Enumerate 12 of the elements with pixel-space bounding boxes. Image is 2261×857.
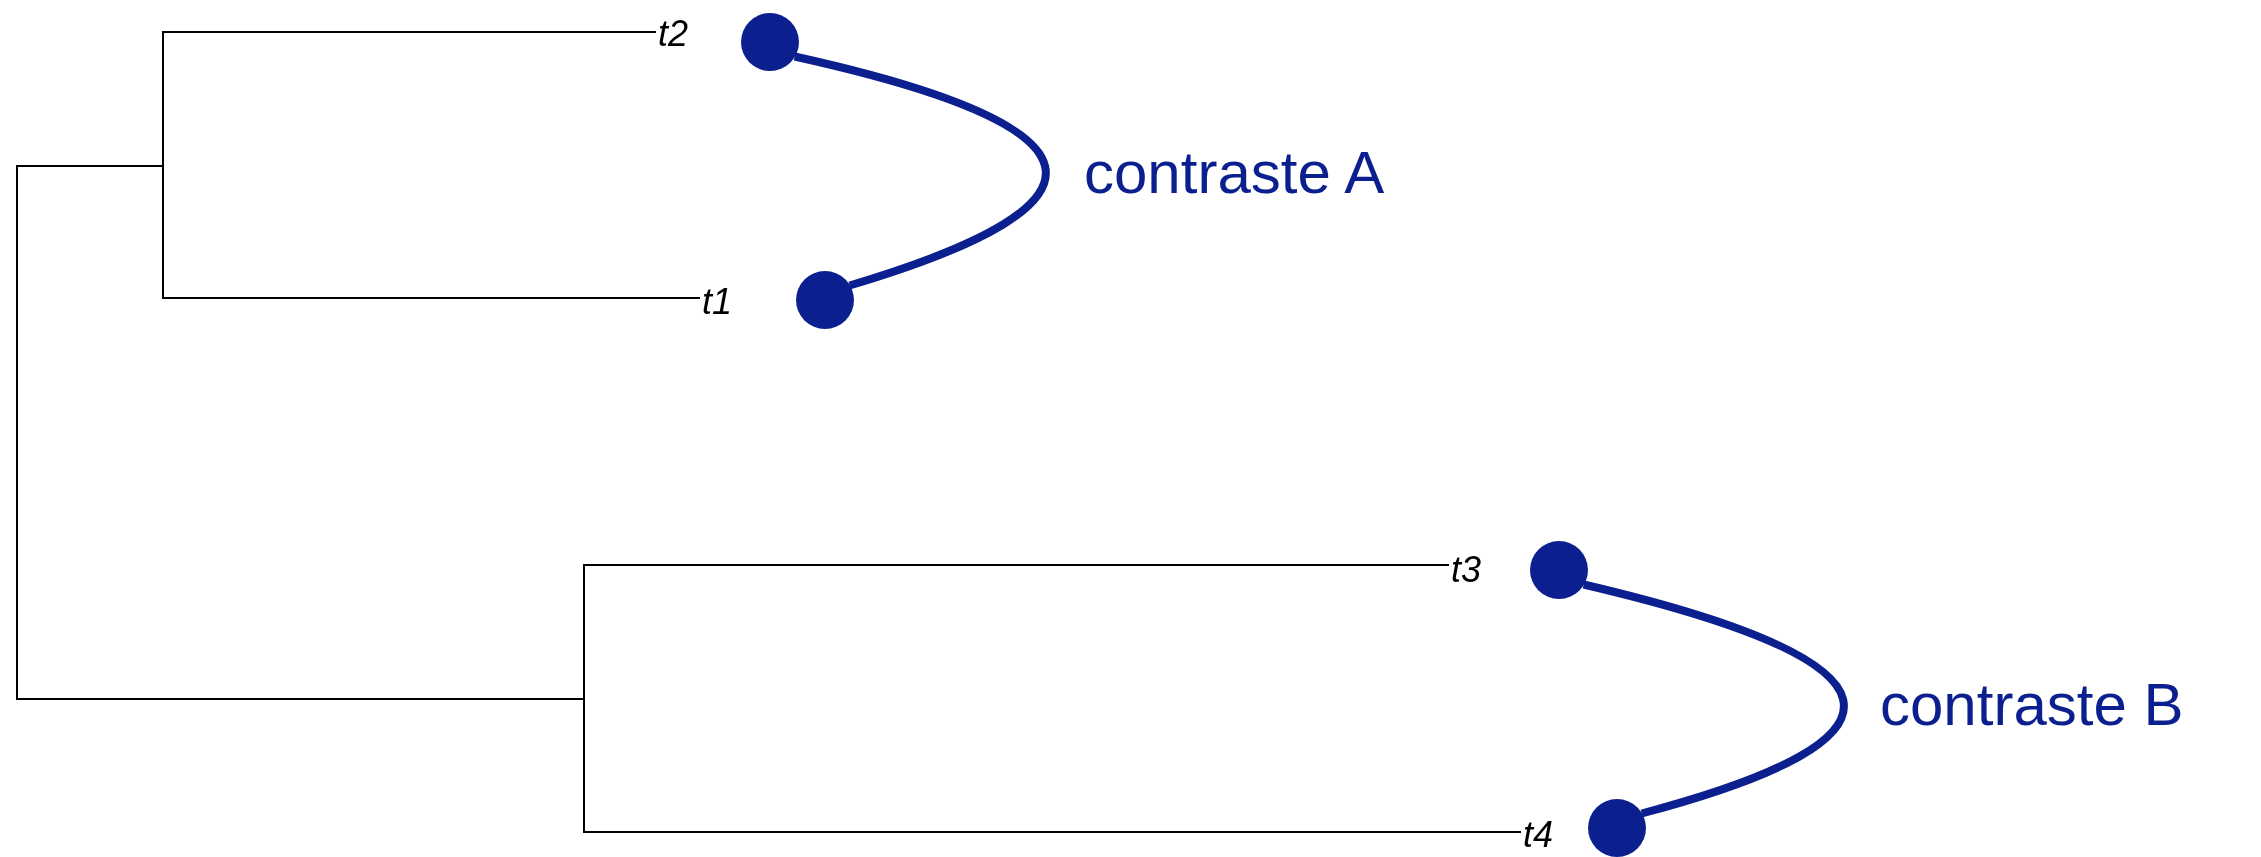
- tip-label: t1: [702, 282, 733, 322]
- tree-branch: [16, 431, 1522, 833]
- tip-label: t2: [658, 14, 689, 54]
- tip-label: t3: [1451, 550, 1482, 590]
- tree-branch: [16, 165, 701, 433]
- dot: [741, 13, 799, 71]
- contrast-curve: [1582, 580, 1847, 818]
- dot: [1530, 541, 1588, 599]
- dot: [1588, 799, 1646, 857]
- dot: [796, 271, 854, 329]
- tip-label: t4: [1523, 815, 1554, 855]
- contrast-curve: [793, 52, 1049, 290]
